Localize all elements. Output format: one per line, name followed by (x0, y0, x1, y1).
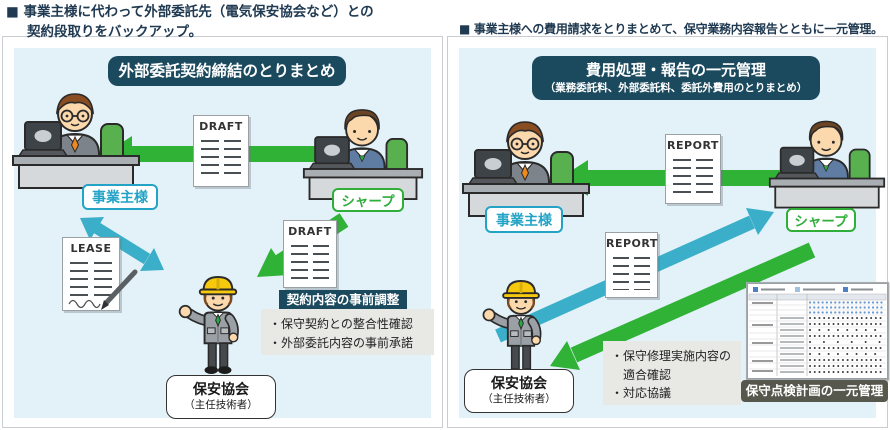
document-lines (70, 262, 112, 296)
agency-role: （主任技術者） (184, 399, 258, 412)
lease-document: LEASE (62, 237, 138, 311)
right-panel-title: 費用処理・報告の一元管理 （業務委託料、外部委託料、委託外費用のとりまとめ） (532, 56, 820, 101)
document-lines (673, 159, 713, 196)
agency-name: 保安協会 (193, 382, 249, 399)
safety-engineer-illustration (170, 272, 266, 378)
signature-squiggle (68, 299, 101, 309)
discussion-item: ・保守修理実施内容の適合確認 (611, 349, 732, 382)
document-title: LEASE (70, 242, 112, 255)
agency-label-left: 保安協会 （主任技術者） (166, 375, 276, 419)
document-lines (201, 140, 241, 179)
right-panel-title-sub: （業務委託料、外部委託料、委託外費用のとりまとめ） (544, 81, 808, 94)
document-title: REPORT (606, 237, 658, 250)
discussion-item: ・対応協議 (611, 386, 672, 401)
document-title: DRAFT (199, 120, 243, 133)
right-note: ■ 事業主様への費用請求をとりまとめて、保守業務内容報告とともに一元管理。 (459, 22, 883, 36)
right-panel-title-main: 費用処理・報告の一元管理 (585, 61, 766, 79)
adjust-box: ・保守契約との整合性確認 ・外部委託内容の事前承諾 (261, 309, 434, 355)
draft-document-top: DRAFT (193, 115, 249, 187)
schedule-table-graphic (747, 283, 888, 379)
schedule-sheet-thumbnail (746, 282, 889, 380)
business-owner-at-desk-illustration (10, 90, 142, 190)
discussion-box: ・保守修理実施内容の適合確認 ・対応協議 (603, 341, 741, 405)
agency-label-right: 保安協会 （主任技術者） (464, 369, 574, 413)
document-lines (613, 257, 650, 290)
sharp-label-right: シャープ (786, 208, 856, 232)
report-document-top: REPORT (665, 134, 721, 204)
adjust-item: ・保守契約との整合性確認 (269, 317, 413, 331)
document-title: REPORT (667, 139, 719, 152)
business-owner-at-desk-illustration (460, 118, 592, 218)
left-note-line1: ■ 事業主様に代わって外部委託先（電気保安協会など）との (6, 4, 374, 20)
sharp-label-left: シャープ (332, 188, 404, 212)
schedule-caption: 保守点検計画の一元管理 (741, 380, 888, 402)
adjust-box-title: 契約内容の事前調整 (279, 290, 407, 309)
adjust-item: ・外部委託内容の事前承諾 (269, 335, 414, 350)
document-lines (291, 245, 329, 280)
agency-name: 保安協会 (491, 376, 547, 393)
left-note: ■ 事業主様に代わって外部委託先（電気保安協会など）との 契約段取りをバックアッ… (6, 3, 374, 42)
left-panel-title: 外部委託契約締結のとりまとめ (108, 56, 346, 86)
document-title: DRAFT (288, 225, 332, 238)
agency-role: （主任技術者） (482, 393, 556, 406)
draft-document-side: DRAFT (283, 220, 337, 288)
left-note-line2: 契約段取りをバックアップ。 (27, 23, 203, 40)
report-document-mid: REPORT (605, 232, 658, 298)
owner-label-right: 事業主様 (485, 206, 563, 233)
pen-icon (101, 269, 138, 310)
safety-engineer-illustration (474, 276, 568, 380)
sharp-staff-at-desk-illustration (768, 116, 886, 212)
owner-label-left: 事業主様 (82, 184, 158, 210)
